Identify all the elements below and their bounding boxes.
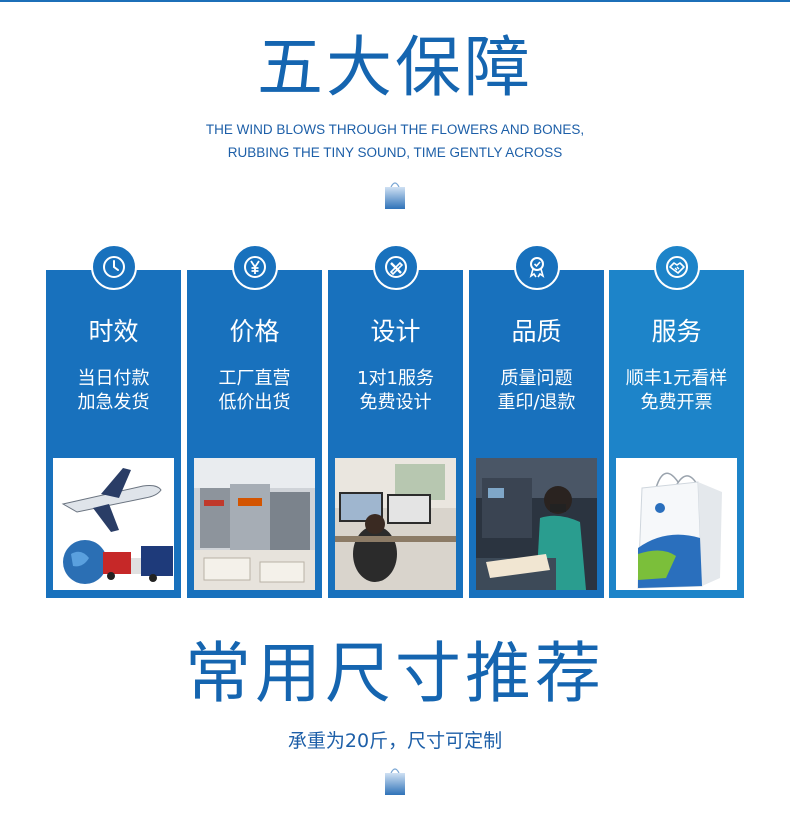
card-title: 品质 xyxy=(511,317,562,346)
subtitle-line-1: THE WIND BLOWS THROUGH THE FLOWERS AND B… xyxy=(205,122,585,137)
card-line-1: 质量问题 xyxy=(500,368,573,389)
card-line-1: 顺丰1元看样 xyxy=(625,368,728,389)
card-title: 时效 xyxy=(88,317,139,346)
card-line-1: 当日付款 xyxy=(77,368,150,389)
card-line-2: 加急发货 xyxy=(77,392,150,413)
card-line-2: 免费开票 xyxy=(640,392,713,413)
card-title: 设计 xyxy=(370,317,421,346)
sizes-title: 常用尺寸推荐 xyxy=(185,635,605,712)
card-title: 服务 xyxy=(651,317,702,346)
card-line-1: 1对1服务 xyxy=(357,368,434,389)
card-line-2: 低价出货 xyxy=(218,392,291,413)
designer-desk-photo xyxy=(335,458,456,590)
printing-press-photo xyxy=(194,458,315,590)
airplane-truck-photo xyxy=(53,458,174,590)
yen-icon xyxy=(232,244,278,290)
quality-badge-icon xyxy=(514,244,560,290)
guarantee-card-quality: 品质 质量问题 重印/退款 xyxy=(469,244,604,598)
paper-bag-photo xyxy=(616,458,737,590)
top-divider xyxy=(0,0,790,2)
guarantee-cards: 时效 当日付款 加急发货 价格 工厂直营 低价出货 xyxy=(46,244,744,598)
sizes-subtitle: 承重为20斤，尺寸可定制 xyxy=(287,730,503,752)
guarantee-card-service: 服务 顺丰1元看样 免费开票 xyxy=(609,244,744,598)
shopping-bag-icon xyxy=(385,182,405,209)
pencil-ruler-icon xyxy=(373,244,419,290)
card-line-1: 工厂直营 xyxy=(218,368,291,389)
clock-icon xyxy=(91,244,137,290)
guarantees-subtitle: THE WIND BLOWS THROUGH THE FLOWERS AND B… xyxy=(0,118,790,164)
subtitle-line-2: RUBBING THE TINY SOUND, TIME GENTLY ACRO… xyxy=(227,145,563,160)
guarantee-card-delivery: 时效 当日付款 加急发货 xyxy=(46,244,181,598)
worker-inspection-photo xyxy=(476,458,597,590)
card-title: 价格 xyxy=(229,317,280,346)
card-line-2: 重印/退款 xyxy=(497,392,576,413)
guarantee-card-design: 设计 1对1服务 免费设计 xyxy=(328,244,463,598)
handshake-icon xyxy=(654,244,700,290)
guarantees-title: 五大保障 xyxy=(257,29,533,106)
guarantee-card-price: 价格 工厂直营 低价出货 xyxy=(187,244,322,598)
shopping-bag-icon xyxy=(385,768,405,795)
card-line-2: 免费设计 xyxy=(359,392,432,413)
